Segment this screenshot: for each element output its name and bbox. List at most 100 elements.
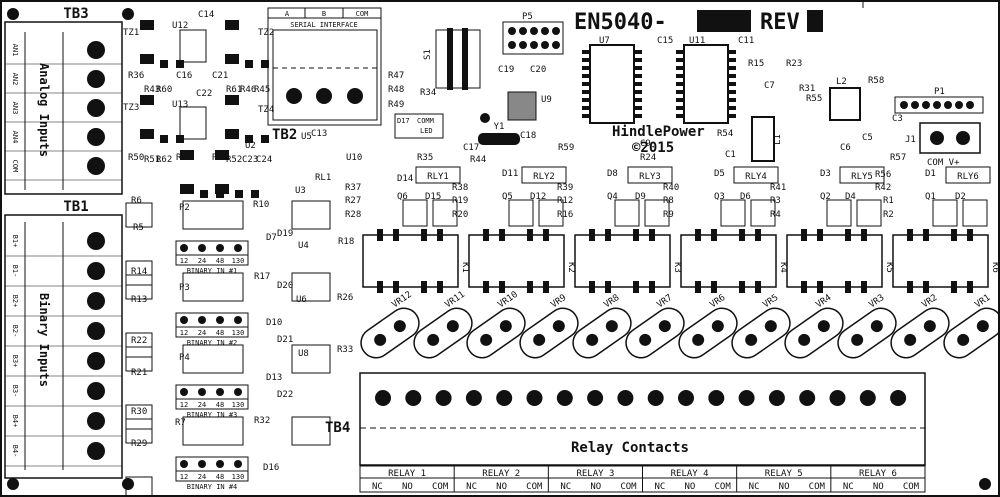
component-label: Q5 [502, 192, 513, 202]
smd-pad [160, 60, 168, 68]
component-label: D5 [714, 169, 725, 179]
serial-com-label: COM [356, 10, 369, 18]
u13-ic [179, 106, 207, 140]
ic-pin [676, 98, 684, 102]
tb1-outline [4, 214, 123, 479]
tb4-outline [359, 372, 926, 466]
relay-terminal-screw [799, 390, 816, 406]
relay-terminal-screw [375, 390, 391, 406]
ic-pin [676, 90, 684, 94]
opto-ic [291, 272, 331, 302]
ic-pin [676, 82, 684, 86]
component-label: C5 [862, 133, 873, 143]
relay-body [468, 234, 565, 288]
analog-terminal-screw [87, 41, 105, 59]
jumper-pin [216, 316, 224, 324]
relay-terminal-label: COM [432, 482, 449, 492]
ic-pin [728, 66, 736, 70]
relay-terminal-screw [829, 390, 846, 406]
varistor-lead [745, 333, 758, 346]
component-label: R7 [175, 418, 186, 428]
component-label: R45 [254, 85, 270, 95]
component-label: C14 [198, 10, 214, 20]
smd-pad [261, 60, 269, 68]
jumper-pin [180, 316, 188, 324]
varistor-outline [413, 307, 473, 359]
component-label: R35 [417, 153, 433, 163]
relay-terminal-label: NC [372, 482, 383, 492]
varistor-lead [817, 320, 830, 333]
component-label: R46 [240, 85, 256, 95]
smd-pad [245, 135, 253, 143]
binary-terminal-screw [87, 262, 105, 280]
p1-pin [911, 101, 919, 109]
relay-terminal-screw [647, 390, 664, 406]
relay-pin [861, 229, 867, 241]
component-label: C19 [498, 65, 514, 75]
binary-in-label: BINARY IN #1 [187, 267, 238, 275]
varistor-lead [711, 320, 724, 333]
component-label: R31 [799, 84, 815, 94]
relay-terminal-screw [708, 390, 725, 406]
serial-b-label: B [322, 10, 326, 18]
jumper-value: 12 [180, 329, 188, 337]
relay-coil-label: K5 [884, 262, 894, 273]
relay-terminal-label: NO [496, 482, 507, 492]
relay-terminal-screw [859, 390, 876, 406]
relay-pin [633, 229, 639, 241]
transistor [508, 199, 534, 227]
component-label: R36 [128, 71, 144, 81]
component-label: R1 [883, 196, 894, 206]
component-label: U10 [346, 153, 362, 163]
varistor-lead [533, 333, 546, 346]
component-label: C13 [311, 129, 327, 139]
component-label: Q1 [925, 192, 936, 202]
redacted-rev [807, 10, 823, 32]
jumper-pin [180, 388, 188, 396]
p5-pin [541, 27, 549, 35]
jumper-pin [234, 460, 242, 468]
p5-pin [508, 41, 516, 49]
component-label: TZ2 [258, 28, 274, 38]
jumper-pin [198, 460, 206, 468]
redacted-part-number [697, 10, 751, 32]
varistor-outline [519, 307, 579, 359]
smd-pad [225, 54, 239, 64]
jumper-pin [180, 460, 188, 468]
component-label: R40 [663, 183, 679, 193]
serial-interface: A B COM SERIAL INTERFACE TB2 [267, 7, 382, 143]
l1-inductor [751, 116, 775, 162]
component-label: D1 [925, 169, 936, 179]
p5-label: P5 [522, 12, 533, 22]
component-label: C17 [463, 143, 479, 153]
diode [856, 199, 882, 227]
relay-pin [923, 229, 929, 241]
relay-name: RLY1 [427, 172, 449, 182]
jumper-pin [180, 244, 188, 252]
jumper-value-row [175, 254, 249, 266]
component-label: R16 [557, 210, 573, 220]
ic-pin [582, 98, 590, 102]
component-label: R15 [748, 59, 764, 69]
optocoupler [182, 272, 244, 302]
component-label: R51 [144, 155, 160, 165]
component-label: TZ1 [123, 28, 139, 38]
component-label: D9 [635, 192, 646, 202]
jumper-value: 130 [232, 473, 245, 481]
transistor [614, 199, 640, 227]
jumper-value: 24 [198, 401, 206, 409]
s1-switch [435, 29, 481, 89]
relay-terminal-label: NC [560, 482, 571, 492]
y1-label: Y1 [494, 122, 505, 132]
varistor-lead [957, 333, 970, 346]
relay-pin [739, 229, 745, 241]
smd-pad [225, 95, 239, 105]
component-label: R49 [388, 100, 404, 110]
component-label: RL1 [315, 173, 331, 183]
relay-terminal-screw [617, 390, 634, 406]
varistor-lead [904, 333, 917, 346]
component-label: C9 [640, 139, 651, 149]
component-label: R19 [452, 196, 468, 206]
